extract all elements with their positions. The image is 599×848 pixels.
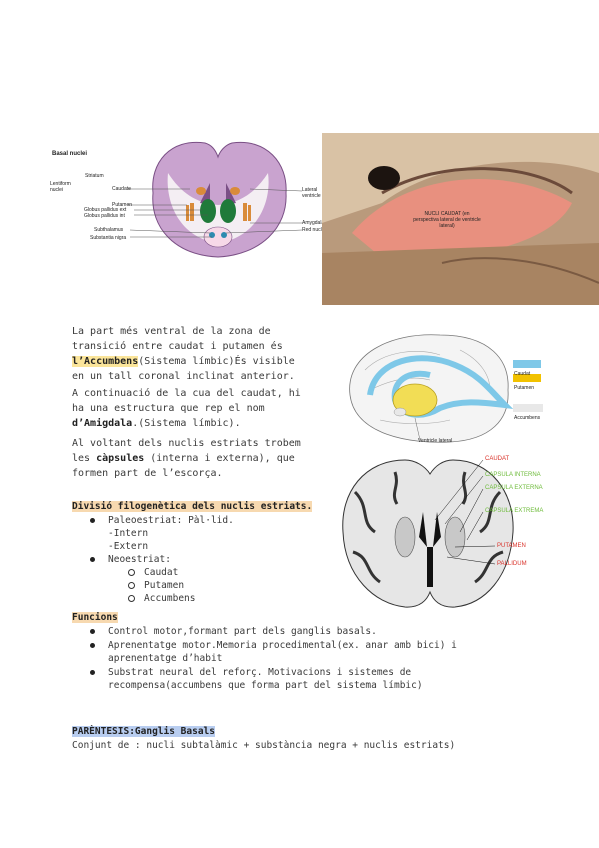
- label-putamen: Putamen: [112, 202, 133, 208]
- list-item-accumbens: Accumbens: [72, 592, 322, 605]
- circle-bullet-icon: [128, 569, 135, 576]
- intro-paragraph-capsules: Al voltant dels nuclis estriats trobem l…: [72, 438, 301, 479]
- figure-caudate-photo: NUCLI CAUDAT (en perspectiva lateral de …: [322, 133, 599, 305]
- label-capsula-extrema: CAPSULA EXTREMA: [485, 508, 544, 514]
- circle-bullet-icon: [128, 595, 135, 602]
- label-caudate: Caudate: [112, 186, 131, 192]
- dissection-photo-illustration: [322, 133, 599, 305]
- bullet-icon: [90, 518, 95, 523]
- figure3-legend: Caudat Putamen Accumbens: [513, 360, 563, 421]
- term-amigdala: d’Amigdala: [72, 418, 133, 429]
- heading-funcions: Funcions: [72, 612, 118, 623]
- term-capsules: càpsules: [96, 453, 145, 464]
- coronal-brain-illustration: [128, 141, 303, 258]
- figure-basal-nuclei: Basal nuclei Striatum Lentiform nuc: [50, 133, 340, 263]
- legend-item-accumbens: Accumbens: [513, 404, 543, 421]
- label-gp-int: Globus pallidus int: [84, 213, 125, 219]
- list-item-paleo-extern: -Extern: [108, 541, 149, 552]
- label-subthalamus: Subthalamus: [94, 227, 124, 233]
- figure-coronal-section: CAUDAT CAPSULA INTERNA CAPSULA EXTERNA C…: [335, 452, 599, 612]
- list-item-paleo-intern: -Intern: [108, 528, 149, 539]
- figure3-caption: Ventricle lateral: [418, 438, 453, 444]
- label-amygdala: Amygdala: [302, 220, 325, 226]
- parentesis-text: Conjunt de : nucli subtalàmic + substànc…: [72, 740, 456, 751]
- label-striatum: Striatum: [85, 173, 104, 179]
- legend-item-putamen: Putamen: [513, 374, 541, 391]
- label-red-nucleus: Red nucleus: [302, 227, 330, 233]
- intro-paragraph-amigdala: A continuació de la cua del caudat, hi h…: [72, 388, 301, 429]
- label-caudat: CAUDAT: [485, 456, 510, 462]
- label-pallidum: PALLIDUM: [497, 561, 527, 567]
- circle-bullet-icon: [128, 582, 135, 589]
- list-item-paleo: Paleoestriat: Pàl·lid.: [72, 514, 322, 527]
- heading-parentesis: PARÈNTESIS:Ganglis Basals: [72, 726, 215, 737]
- list-item-funcio-3: Substrat neural del reforç. Motivacions …: [72, 666, 522, 692]
- list-divisio: Paleoestriat: Pàl·lid. -Intern -Extern N…: [72, 514, 322, 605]
- photo-caption: NUCLI CAUDAT (en perspectiva lateral de …: [413, 211, 481, 229]
- bullet-icon: [90, 557, 95, 562]
- label-lentiform: Lentiform nuclei: [50, 181, 71, 193]
- list-item-funcio-1: Control motor,formant part dels ganglis …: [72, 625, 522, 638]
- list-item-neo: Neoestriat:: [72, 553, 322, 566]
- list-item-caudat: Caudat: [72, 566, 322, 579]
- figure-lateral-brain: Ventricle lateral: [340, 330, 540, 450]
- list-item-funcio-2: Aprenentatge motor.Memoria procedimental…: [72, 639, 522, 665]
- label-capsula-externa: CAPSULA EXTERNA: [485, 485, 543, 491]
- list-funcions: Control motor,formant part dels ganglis …: [72, 625, 522, 692]
- label-gp-ext: Globus pallidus ext: [84, 207, 127, 213]
- legend-item-caudat: Caudat: [513, 360, 541, 377]
- term-accumbens: l’Accumbens: [72, 356, 139, 367]
- label-putamen-red: PUTAMEN: [497, 543, 526, 549]
- bullet-icon: [90, 629, 95, 634]
- bullet-icon: [90, 670, 95, 675]
- coronal-section-illustration: [342, 459, 514, 608]
- lateral-brain-illustration: [349, 334, 514, 443]
- bullet-icon: [90, 643, 95, 648]
- label-substantia-nigra: Substantia nigra: [90, 235, 127, 241]
- label-lateral-ventricle: Lateral ventricle: [302, 187, 321, 199]
- figure-title: Basal nuclei: [52, 151, 88, 157]
- heading-divisio: Divisió filogenètica dels nuclis estriat…: [72, 501, 313, 512]
- list-item-putamen: Putamen: [72, 579, 322, 592]
- intro-paragraph-accumbens: La part més ventral de la zona de transi…: [72, 326, 295, 382]
- label-capsula-interna: CAPSULA INTERNA: [485, 472, 541, 478]
